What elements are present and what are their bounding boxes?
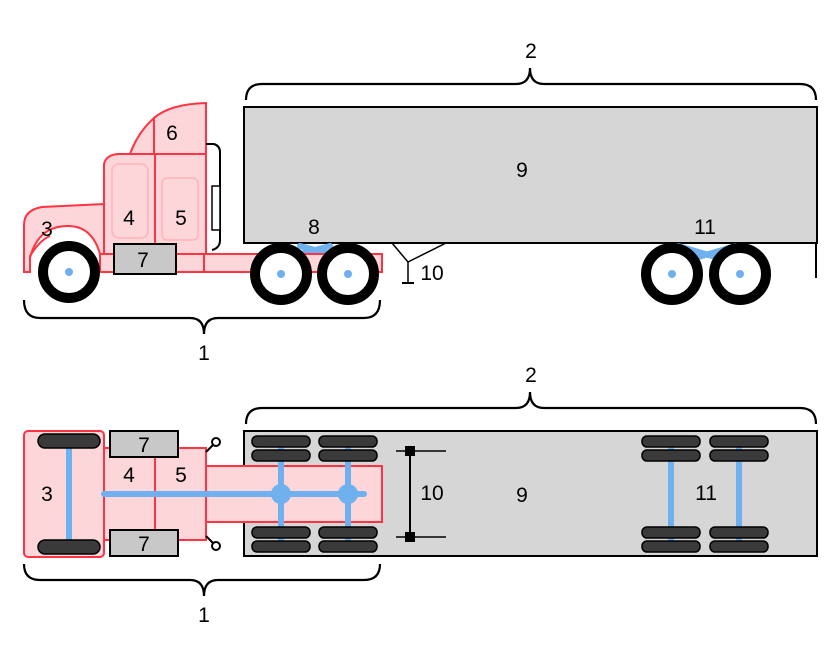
tires-trailer-top bbox=[641, 435, 769, 553]
label-7b-top: 7 bbox=[138, 533, 150, 556]
wheel-trailer2-side bbox=[709, 243, 771, 305]
cab-door-window-right bbox=[161, 177, 199, 241]
fuel-tank-side bbox=[113, 243, 177, 275]
label-2-side: 2 bbox=[525, 40, 537, 63]
fuel-tank-top-lower bbox=[109, 529, 179, 557]
label-4-side: 4 bbox=[123, 207, 135, 230]
tires-drive-top bbox=[251, 435, 378, 553]
label-10-top: 10 bbox=[420, 482, 443, 505]
bracket-trailer-side bbox=[244, 67, 818, 101]
landing-gear-top bbox=[396, 446, 446, 542]
sleeper-cab bbox=[153, 101, 207, 155]
side-view: 2 6 9 3 4 5 8 11 7 10 1 bbox=[22, 40, 818, 365]
cab-door-window-left bbox=[111, 163, 149, 239]
top-view: 2 7 4 5 3 10 9 11 7 1 bbox=[22, 364, 818, 627]
label-11-top: 11 bbox=[695, 482, 717, 505]
hood-top bbox=[23, 430, 105, 558]
hood-side bbox=[23, 202, 105, 273]
label-3-side: 3 bbox=[41, 218, 53, 241]
bracket-tractor-side bbox=[22, 299, 382, 335]
trailer-body-side bbox=[243, 106, 818, 244]
bracket-trailer-top bbox=[244, 391, 818, 425]
wheel-drive2-side bbox=[317, 243, 379, 305]
label-7a-top: 7 bbox=[138, 434, 150, 457]
fifth-wheel-side bbox=[297, 243, 333, 257]
label-8-side: 8 bbox=[308, 216, 320, 239]
differential1-top bbox=[271, 484, 291, 504]
label-6-side: 6 bbox=[166, 122, 178, 145]
label-4-top: 4 bbox=[123, 464, 135, 487]
differential2-top bbox=[338, 484, 358, 504]
label-10-side: 10 bbox=[420, 262, 443, 285]
label-2-top: 2 bbox=[525, 364, 537, 387]
tire-front-lower-top bbox=[37, 539, 101, 555]
label-5-top: 5 bbox=[175, 464, 187, 487]
label-9-side: 9 bbox=[516, 159, 528, 182]
landing-gear-side bbox=[391, 242, 447, 284]
bracket-tractor-top bbox=[22, 563, 382, 597]
wheel-trailer1-side bbox=[641, 243, 703, 305]
label-11-side: 11 bbox=[694, 216, 716, 239]
label-5-side: 5 bbox=[175, 207, 187, 230]
mirror-side bbox=[211, 185, 221, 231]
label-7-side: 7 bbox=[137, 249, 149, 272]
label-1-side: 1 bbox=[198, 342, 210, 365]
fuel-tank-top-upper bbox=[109, 430, 179, 458]
label-9-top: 9 bbox=[516, 484, 528, 507]
exhaust-stack bbox=[206, 143, 221, 251]
wheel-drive1-side bbox=[250, 243, 312, 305]
tire-front-upper-top bbox=[37, 433, 101, 449]
label-3-top: 3 bbox=[41, 483, 53, 506]
wheel-front-side bbox=[38, 241, 100, 303]
label-1-top: 1 bbox=[198, 604, 210, 627]
